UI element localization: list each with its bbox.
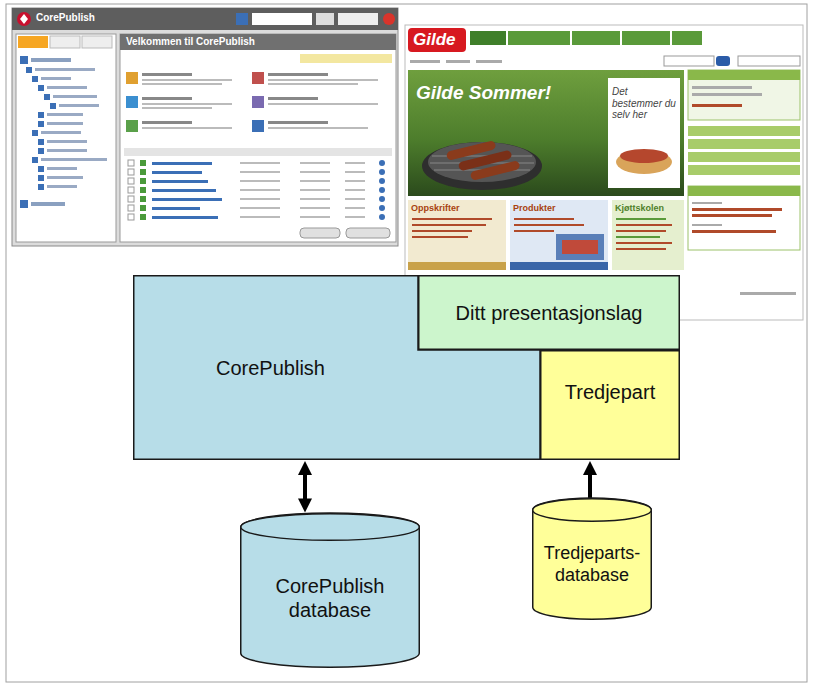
image-frame (6, 4, 807, 682)
node-label: CorePublish (216, 356, 325, 380)
node-text-area: Tredjeparts-database (538, 522, 646, 608)
node-text-area: Ditt presentasjonslag (424, 279, 674, 346)
node-label: Ditt presentasjonslag (456, 301, 643, 325)
third-party-box: Tredjepart (540, 350, 680, 460)
database-cylinder: Tredjeparts-database (532, 498, 652, 620)
node-text-area: CorePublish database (246, 541, 414, 654)
data-flow-arrow (588, 468, 592, 498)
presentation-layer-box: Ditt presentasjonslag (418, 275, 680, 350)
node-label: Tredjeparts-database (538, 543, 646, 586)
screenshot-text: Det bestemmer du selv her (612, 86, 676, 121)
node-label: CorePublish database (246, 574, 414, 622)
screenshot-text: Velkommen til CorePublish (126, 36, 255, 48)
screenshot-text: Oppskrifter (411, 203, 460, 213)
database-cylinder: CorePublish database (240, 513, 420, 668)
admin-screenshot (12, 8, 398, 246)
screenshot-text: Kjøttskolen (615, 203, 664, 213)
node-text-area: Tredjepart (546, 354, 674, 430)
node-label: Tredjepart (565, 380, 655, 404)
data-flow-arrow (303, 468, 307, 506)
screenshot-text: CorePublish (36, 12, 95, 24)
screenshot-text: Gilde (413, 30, 456, 50)
screenshot-text: Produkter (513, 203, 556, 213)
node-outline (540, 350, 680, 460)
node-text-area: CorePublish (133, 275, 408, 460)
screenshot-text: Gilde Sommer! (416, 82, 551, 104)
